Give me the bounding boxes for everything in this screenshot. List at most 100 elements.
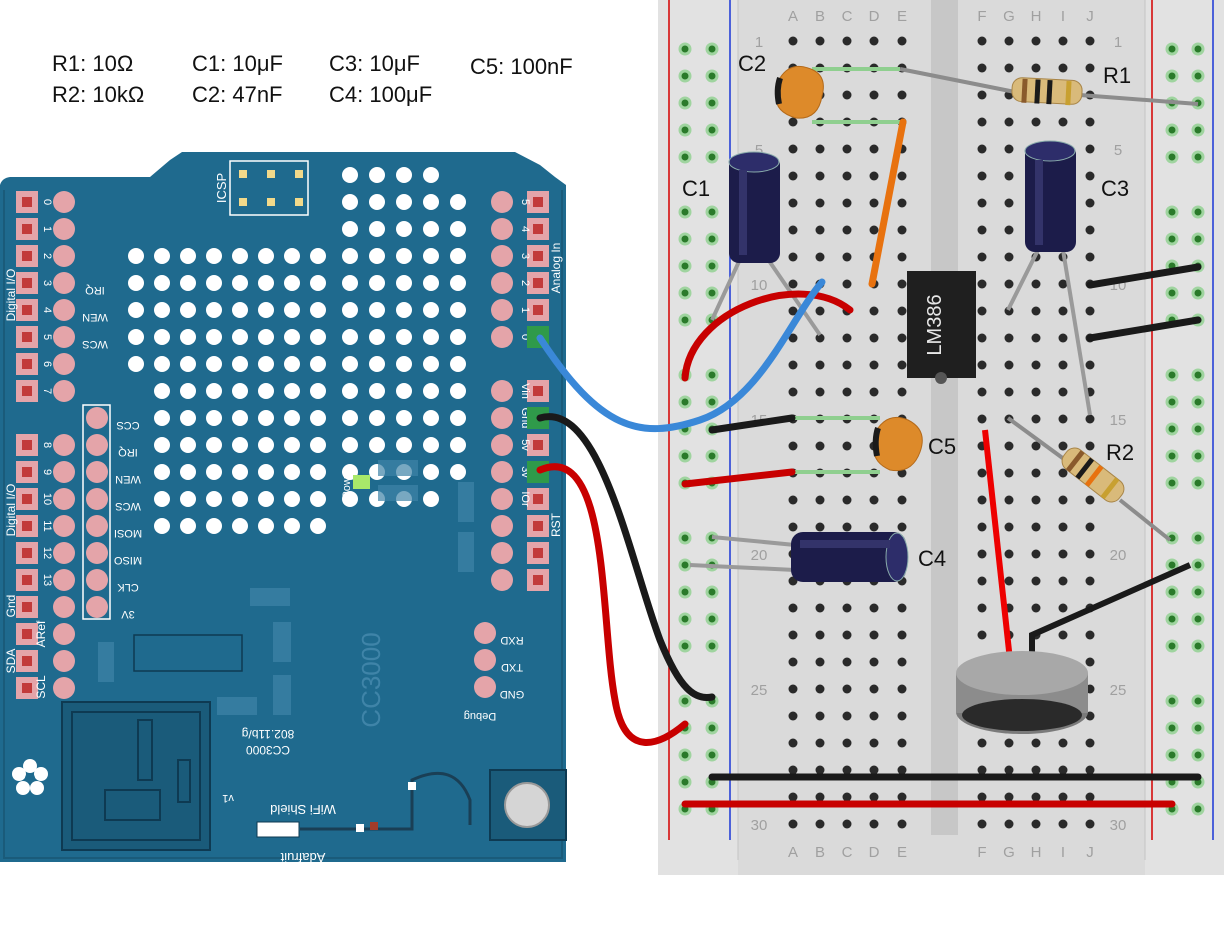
breadboard-hole xyxy=(897,603,907,613)
header-pin-round[interactable] xyxy=(86,542,108,564)
header-pin-round[interactable] xyxy=(53,569,75,591)
header-pin-round[interactable] xyxy=(53,461,75,483)
breadboard-hole xyxy=(869,360,879,370)
header-pin-round[interactable] xyxy=(474,622,496,644)
breadboard-hole xyxy=(1085,144,1095,154)
header-pin-round[interactable] xyxy=(53,272,75,294)
wifi-shield-board xyxy=(0,152,566,862)
header-pin-round[interactable] xyxy=(53,515,75,537)
breadboard-hole xyxy=(977,279,987,289)
proto-hole xyxy=(342,329,358,345)
rail-hole xyxy=(678,313,692,327)
header-pin-round[interactable] xyxy=(86,407,108,429)
header-pin-round[interactable] xyxy=(491,569,513,591)
label-r2: R2 xyxy=(1106,440,1134,465)
breadboard-hole xyxy=(869,765,879,775)
analog-pin-label: 2 xyxy=(519,280,531,286)
proto-hole xyxy=(423,275,439,291)
header-pin-round[interactable] xyxy=(474,649,496,671)
breadboard-hole xyxy=(1085,414,1095,424)
breadboard-hole xyxy=(1031,468,1041,478)
header-pin-round[interactable] xyxy=(491,299,513,321)
header-pin-round[interactable] xyxy=(491,218,513,240)
proto-hole xyxy=(396,356,412,372)
proto-hole xyxy=(396,302,412,318)
rail-hole xyxy=(1191,585,1205,599)
header-pin-round[interactable] xyxy=(53,353,75,375)
breadboard-hole xyxy=(788,603,798,613)
header-pin-round[interactable] xyxy=(491,380,513,402)
reset-button[interactable] xyxy=(489,769,567,841)
column-label: H xyxy=(1031,844,1042,861)
header-pin-round[interactable] xyxy=(491,461,513,483)
header-pin-round[interactable] xyxy=(53,650,75,672)
breadboard-hole xyxy=(1004,279,1014,289)
header-pin-round[interactable] xyxy=(53,245,75,267)
proto-hole xyxy=(154,356,170,372)
breadboard-hole xyxy=(842,90,852,100)
breadboard-hole xyxy=(869,630,879,640)
spi-function-label: CCS xyxy=(116,419,139,431)
rail-hole xyxy=(678,395,692,409)
breadboard-labels: AABBCCDDEEFFGGHHIIJJ11551010151520202525… xyxy=(751,8,1127,861)
breadboard-hole xyxy=(1085,36,1095,46)
header-pin-round[interactable] xyxy=(86,434,108,456)
header-pin-round[interactable] xyxy=(53,434,75,456)
header-pin-round[interactable] xyxy=(53,191,75,213)
header-pin-round[interactable] xyxy=(474,676,496,698)
header-pin-round[interactable] xyxy=(491,191,513,213)
proto-hole xyxy=(310,302,326,318)
header-pin-round[interactable] xyxy=(491,407,513,429)
header-pin-round[interactable] xyxy=(86,488,108,510)
label-c2: C2 xyxy=(738,51,766,76)
digital-pin-label: 0 xyxy=(41,199,53,205)
rail-hole xyxy=(678,96,692,110)
breadboard-hole xyxy=(1004,360,1014,370)
breadboard-hole xyxy=(1058,117,1068,127)
proto-hole xyxy=(342,275,358,291)
rail-hole xyxy=(1165,476,1179,490)
header-pin-round[interactable] xyxy=(53,677,75,699)
header-pin-round[interactable] xyxy=(86,461,108,483)
header-pin-round[interactable] xyxy=(86,569,108,591)
breadboard-hole xyxy=(788,765,798,775)
gnd-label: Gnd xyxy=(4,595,18,618)
breadboard-hole xyxy=(1085,738,1095,748)
spi-function-label: WCS xyxy=(115,500,141,512)
legend-c1: C1: 10μF xyxy=(192,51,283,76)
proto-hole xyxy=(154,383,170,399)
header-pin-round[interactable] xyxy=(53,299,75,321)
header-pin-round[interactable] xyxy=(86,596,108,618)
header-pin-round[interactable] xyxy=(491,542,513,564)
rail-hole xyxy=(1165,123,1179,137)
header-pin-round[interactable] xyxy=(491,488,513,510)
header-pin-round[interactable] xyxy=(53,218,75,240)
proto-hole xyxy=(423,221,439,237)
proto-hole xyxy=(180,329,196,345)
rail-hole xyxy=(705,150,719,164)
header-pin-round[interactable] xyxy=(491,326,513,348)
header-pin-round[interactable] xyxy=(53,326,75,348)
header-pin-round[interactable] xyxy=(491,434,513,456)
header-pin-round[interactable] xyxy=(53,623,75,645)
header-pin-round[interactable] xyxy=(491,515,513,537)
header-pin-round[interactable] xyxy=(491,272,513,294)
breadboard-hole xyxy=(1058,549,1068,559)
breadboard-hole xyxy=(897,495,907,505)
header-pin-round[interactable] xyxy=(53,596,75,618)
header-pin-round[interactable] xyxy=(53,542,75,564)
column-label: G xyxy=(1003,844,1015,861)
header-pin-round[interactable] xyxy=(86,515,108,537)
breadboard-hole xyxy=(1004,144,1014,154)
column-label: D xyxy=(869,8,880,25)
rail-hole xyxy=(705,639,719,653)
header-pin-round[interactable] xyxy=(491,245,513,267)
breadboard-hole xyxy=(1004,522,1014,532)
header-pin-round[interactable] xyxy=(53,488,75,510)
header-pin-round[interactable] xyxy=(53,380,75,402)
breadboard-hole xyxy=(869,144,879,154)
breadboard-hole xyxy=(977,306,987,316)
breadboard-hole xyxy=(1085,198,1095,208)
breadboard-hole xyxy=(842,36,852,46)
